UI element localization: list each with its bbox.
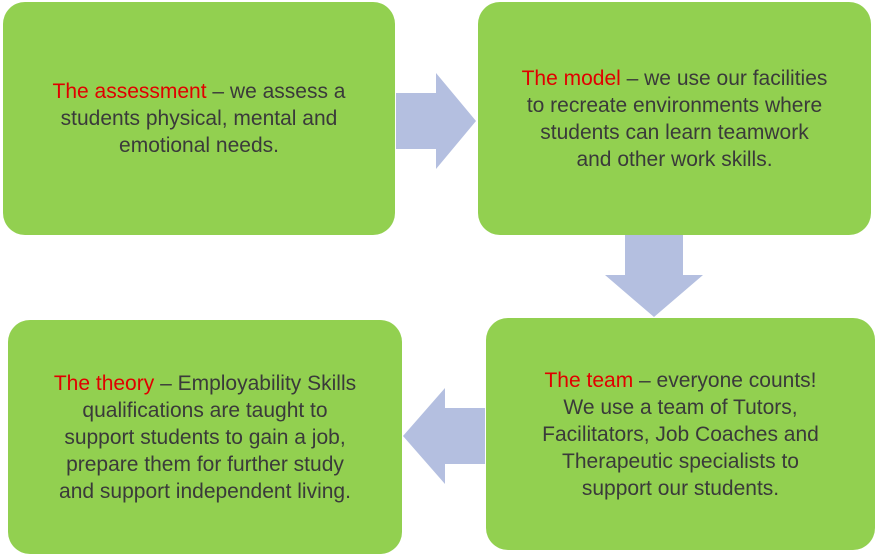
step-line: – we use our facilities: [620, 66, 828, 90]
step-line: prepare them for further study: [66, 452, 344, 476]
step-line: and support independent living.: [59, 479, 351, 503]
step-line: to recreate environments where: [526, 93, 823, 117]
step-title-theory: The theory: [53, 371, 155, 395]
step-title-model: The model: [521, 66, 621, 90]
step-line: and other work skills.: [576, 147, 773, 171]
arrow-down-icon: [605, 235, 703, 317]
step-line: students can learn teamwork: [540, 120, 809, 144]
step-line: emotional needs.: [119, 134, 279, 157]
step-line: qualifications are taught to: [82, 398, 328, 422]
step-line: Therapeutic specialists to: [562, 449, 799, 473]
arrow-right-icon: [396, 73, 476, 169]
step-text-theory: The theory – Employability Skills qualifi…: [54, 370, 356, 505]
step-line: support our students.: [581, 476, 780, 500]
step-line: We use a team of Tutors,: [563, 395, 798, 419]
step-text-assessment: The assessment – we assess a students phy…: [53, 78, 346, 159]
step-line: – Employability Skills: [154, 371, 357, 395]
step-box-team: The team – everyone counts! We use a team…: [486, 318, 875, 550]
step-box-assessment: The assessment – we assess a students phy…: [3, 2, 395, 235]
step-line: Facilitators, Job Coaches and: [542, 422, 819, 446]
step-text-team: The team – everyone counts! We use a team…: [542, 367, 819, 502]
arrow-left-icon: [403, 388, 485, 484]
step-box-model: The model – we use our facilities to recr…: [478, 2, 871, 235]
step-line: – we assess a: [206, 80, 346, 103]
step-title-team: The team: [544, 368, 634, 392]
step-title-assessment: The assessment: [52, 80, 207, 103]
step-text-model: The model – we use our facilities to recr…: [522, 65, 828, 173]
step-box-theory: The theory – Employability Skills qualifi…: [8, 320, 402, 554]
step-line: students physical, mental and: [60, 107, 338, 130]
step-line: support students to gain a job,: [64, 425, 346, 449]
step-line: – everyone counts!: [633, 368, 817, 392]
